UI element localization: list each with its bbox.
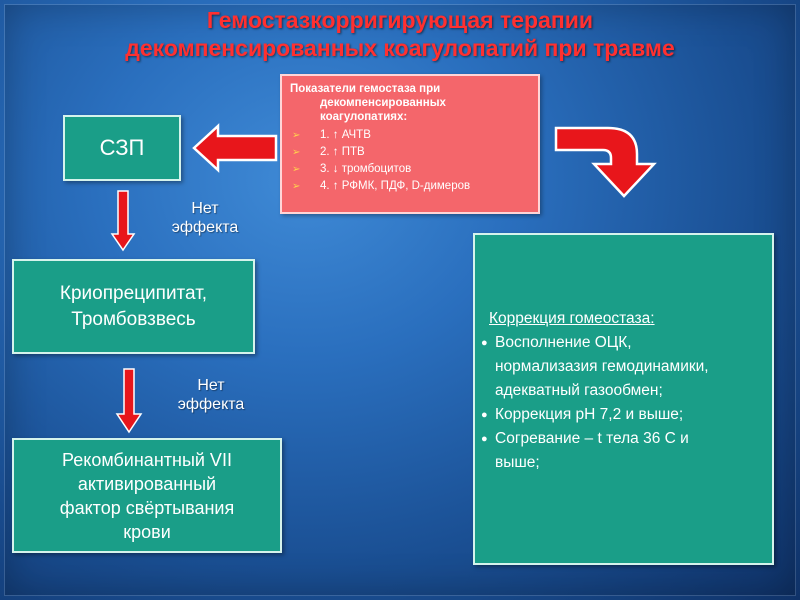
indicator-text: 4. ↑ РФМК, ПДФ, D-димеров bbox=[320, 180, 471, 192]
no-effect-2-line-1: Нет bbox=[197, 377, 225, 394]
correction-title-text: Коррекция гомеостаза bbox=[489, 310, 651, 327]
homeostasis-correction-box: Коррекция гомеостаза: ● Восполнение ОЦК, … bbox=[473, 233, 774, 565]
indicator-item: ➢ 1. ↑ АЧТВ bbox=[290, 127, 530, 144]
cryo-line-2: Тромбовзвесь bbox=[71, 308, 196, 330]
indicators-title: Показатели гемостаза при декомпенсирован… bbox=[290, 82, 530, 124]
bullet-dot-icon: ● bbox=[481, 433, 488, 445]
no-effect-label-2: Нет эффекта bbox=[163, 376, 259, 414]
correction-text: Восполнение ОЦК, нормализазия гемодинами… bbox=[495, 334, 709, 399]
down-arrow-icon bbox=[110, 190, 136, 252]
indicator-item: ➢ 2. ↑ ПТВ bbox=[290, 144, 530, 161]
no-effect-2-line-2: эффекта bbox=[177, 396, 245, 413]
no-effect-1-line-1: Нет bbox=[191, 200, 219, 217]
indicators-title-line-2: декомпенсированных bbox=[320, 97, 446, 109]
bullet-dot-icon: ● bbox=[481, 409, 488, 421]
indicators-title-line-3: коагулопатиях: bbox=[320, 111, 408, 123]
cryoprecipitate-box: Криопреципитат, Тромбовзвесь bbox=[12, 259, 255, 354]
correction-title-colon: : bbox=[650, 310, 655, 327]
correction-text: Коррекция рН 7,2 и выше; bbox=[495, 406, 684, 423]
slide-title-line-2: декомпенсированных коагулопатий при трав… bbox=[125, 35, 675, 61]
rf7-line-1: Рекомбинантный VII bbox=[62, 449, 232, 470]
arrow-bullet-icon: ➢ bbox=[292, 130, 301, 141]
no-effect-1-line-2: эффекта bbox=[171, 219, 239, 236]
slide-title-line-1: Гемостазкорригирующая терапии bbox=[206, 7, 594, 33]
fresh-frozen-plasma-box: СЗП bbox=[63, 115, 181, 181]
slide-title: Гемостазкорригирующая терапии декомпенси… bbox=[0, 6, 800, 62]
bullet-dot-icon: ● bbox=[481, 337, 488, 349]
down-arrow-icon bbox=[115, 368, 143, 434]
rf7-line-4: крови bbox=[123, 521, 171, 542]
recombinant-factor-vii-box: Рекомбинантный VII активированный фактор… bbox=[12, 438, 282, 553]
indicators-title-line-1: Показатели гемостаза при bbox=[290, 83, 441, 95]
correction-text: Согревание – t тела 36 С и выше; bbox=[495, 430, 689, 471]
indicator-text: 3. ↓ тромбоцитов bbox=[320, 163, 412, 175]
correction-title: Коррекция гомеостаза: bbox=[481, 307, 766, 331]
indicator-text: 2. ↑ ПТВ bbox=[320, 146, 365, 158]
hemostasis-indicators-box: Показатели гемостаза при декомпенсирован… bbox=[280, 74, 540, 214]
correction-item: ● Согревание – t тела 36 С и выше; bbox=[481, 427, 766, 475]
arrow-bullet-icon: ➢ bbox=[292, 164, 301, 175]
rf7-line-2: активированный bbox=[77, 473, 217, 494]
indicator-text: 1. ↑ АЧТВ bbox=[320, 129, 371, 141]
correction-list: ● Восполнение ОЦК, нормализазия гемодинам… bbox=[481, 331, 766, 475]
rf7-line-3: фактор свёртывания bbox=[59, 497, 235, 518]
correction-item: ● Коррекция рН 7,2 и выше; bbox=[481, 403, 766, 427]
arrow-bullet-icon: ➢ bbox=[292, 181, 301, 192]
left-arrow-icon bbox=[192, 123, 278, 173]
no-effect-label-1: Нет эффекта bbox=[160, 199, 250, 237]
arrow-bullet-icon: ➢ bbox=[292, 147, 301, 158]
szp-label: СЗП bbox=[99, 135, 145, 160]
indicator-item: ➢ 3. ↓ тромбоцитов bbox=[290, 161, 530, 178]
correction-item: ● Восполнение ОЦК, нормализазия гемодинам… bbox=[481, 331, 766, 403]
cryo-line-1: Криопреципитат, bbox=[59, 282, 208, 304]
curved-arrow-icon bbox=[554, 126, 657, 198]
indicator-item: ➢ 4. ↑ РФМК, ПДФ, D-димеров bbox=[290, 178, 530, 195]
indicators-list: ➢ 1. ↑ АЧТВ ➢ 2. ↑ ПТВ ➢ 3. ↓ тромбоцитов ➢… bbox=[290, 127, 530, 195]
